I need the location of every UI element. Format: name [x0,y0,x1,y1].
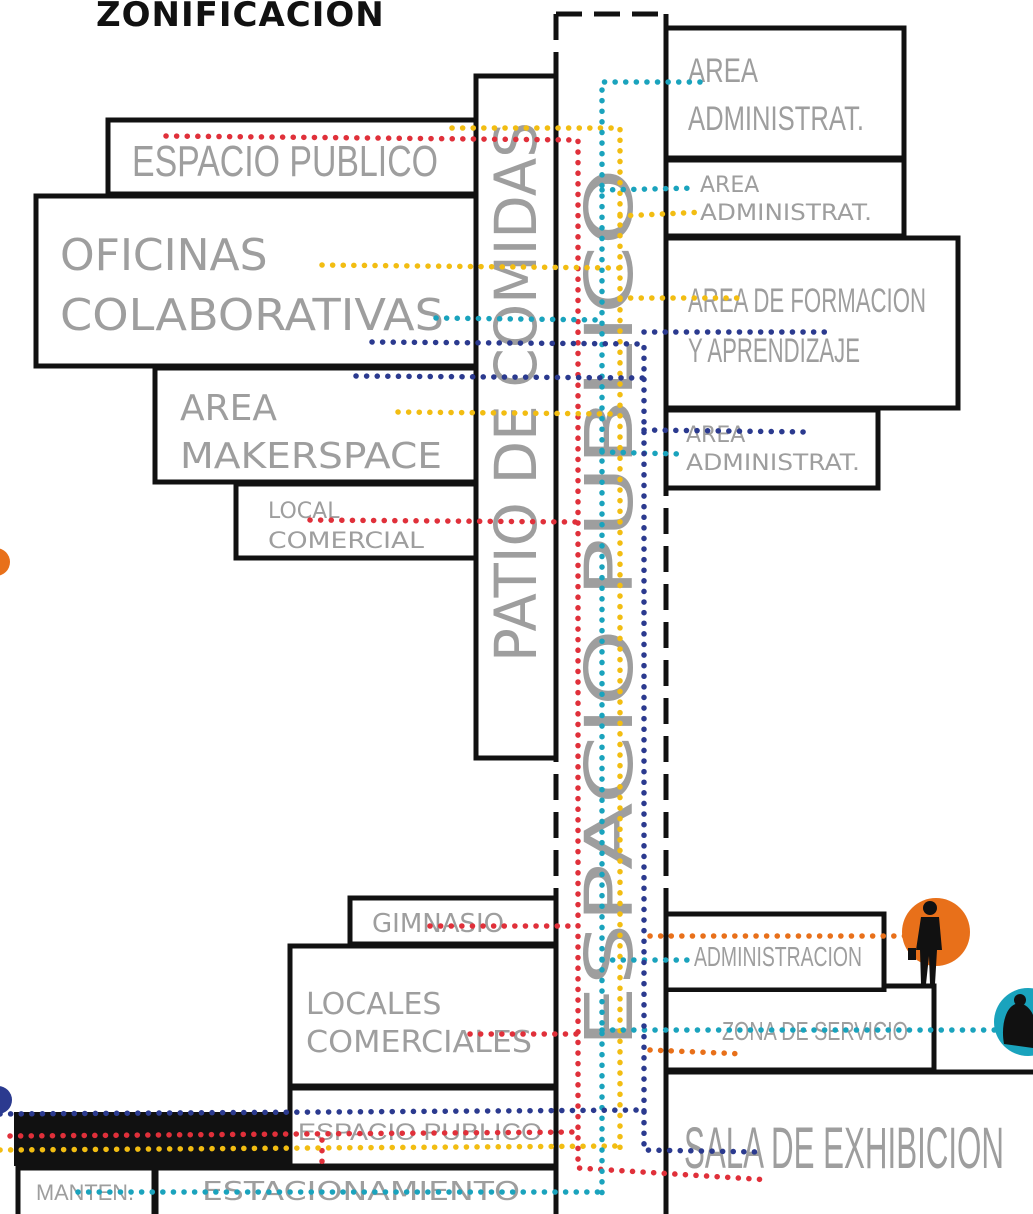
label-sala-exhibicion: SALA DE EXHIBICION [684,1116,1004,1181]
label-admin1-2: ADMINISTRAT. [688,100,864,138]
label-espacio-publico-central: ESPACIO PUBLICO [571,168,648,1048]
circulation-yellow [0,125,743,1153]
zone-locales-comerciales [287,943,559,1089]
label-admin2-2: ADMINISTRAT. [700,201,872,226]
label-admin3-1: AREA [686,423,745,448]
circulation-navy [0,329,829,1155]
zone-area-administrat-2 [663,157,907,239]
diagram-title: ZONIFICACION [96,0,385,35]
user-marker-icon [0,1086,12,1114]
person-silhouette-icon [902,898,970,984]
label-formacion-2: Y APRENDIZAJE [688,332,860,370]
zone-oficinas-colaborativas [33,193,483,369]
zone-area-formacion [663,235,961,411]
zone-patio-de-comidas [473,73,559,761]
label-espacio-publico-top: ESPACIO PUBLICO [132,137,438,186]
label-admin2-1: AREA [700,173,759,198]
user-marker-icon [0,548,10,576]
label-manten: MANTEN. [36,1180,134,1205]
circulation-red [7,133,773,1183]
cleaning-staff-icon [994,988,1033,1056]
label-formacion-1: AREA DE FORMACION [688,282,926,320]
label-locales-2: COMERCIALES [306,1025,532,1060]
label-oficinas-1: OFICINAS [60,230,268,281]
label-estacionamiento: ESTACIONAMIENTO [202,1177,520,1207]
label-patio-de-comidas: PATIO DE COMIDAS [482,122,550,662]
circulation-orange [647,933,915,1057]
zone-dark-strip [14,1112,292,1166]
label-oficinas-2: COLABORATIVAS [60,290,444,341]
central-spine [553,11,669,1214]
label-locales-1: LOCALES [306,987,441,1022]
label-espacio-publico-bottom: ESPACIO PUBLICO [298,1119,542,1146]
zone-area-administrat-1 [663,25,907,161]
label-local-1: LOCAL [268,499,340,524]
circulation-teal [75,79,1003,1201]
label-admin3-2: ADMINISTRAT. [686,451,860,476]
label-makerspace-1: AREA [180,388,277,429]
zone-area-administrat-3 [663,407,881,491]
label-administracion: ADMINISTRACION [694,941,862,972]
zone-sala-de-exhibicion [663,1069,1033,1214]
label-makerspace-2: MAKERSPACE [180,436,442,477]
label-local-2: COMERCIAL [268,529,425,554]
